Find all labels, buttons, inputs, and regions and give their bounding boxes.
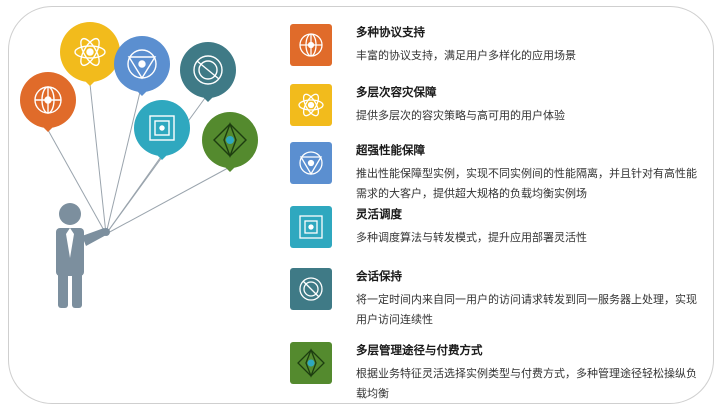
triangle-network-icon: [290, 142, 332, 184]
star-polygon-icon: [290, 342, 332, 384]
feature-item: 灵活调度多种调度算法与转发模式，提升应用部署灵活性: [290, 206, 710, 266]
tie-icon: [66, 228, 74, 258]
feature-description: 丰富的协议支持，满足用户多样化的应用场景: [356, 49, 576, 62]
feature-item: 会话保持将一定时间内来自同一用户的访问请求转发到同一服务器上处理，实现用户访问连…: [290, 268, 710, 328]
feature-title: 会话保持: [356, 269, 402, 283]
balloon-4: [180, 42, 236, 102]
circle-orbit-icon: [193, 55, 223, 85]
balloon-1: [20, 72, 76, 132]
feature-description: 根据业务特征灵活选择实例类型与付费方式，多种管理途径轻松操纵负载均衡: [356, 367, 697, 400]
balloon-5: [134, 100, 190, 160]
person-figure: [56, 203, 110, 308]
rounded-card-frame: [8, 6, 714, 404]
network-node-icon: [34, 86, 62, 114]
feature-description: 多种调度算法与转发模式，提升应用部署灵活性: [356, 231, 587, 244]
feature-item: 超强性能保障推出性能保障型实例，实现不同实例间的性能隔离，并且针对有高性能需求的…: [290, 142, 710, 202]
feature-item: 多种协议支持丰富的协议支持，满足用户多样化的应用场景: [290, 24, 710, 84]
network-node-icon: [290, 24, 332, 66]
feature-item: 多层管理途径与付费方式根据业务特征灵活选择实例类型与付费方式，多种管理途径轻松操…: [290, 342, 710, 402]
atom-icon: [74, 37, 106, 67]
balloon-3: [114, 36, 170, 96]
feature-title: 多种协议支持: [356, 25, 425, 39]
feature-item: 多层次容灾保障提供多层次的容灾策略与高可用的用户体验: [290, 84, 710, 144]
feature-description: 推出性能保障型实例，实现不同实例间的性能隔离，并且针对有高性能需求的大客户，提供…: [356, 167, 697, 200]
balloon-illustration: [20, 22, 258, 308]
balloon-6: [202, 112, 258, 172]
feature-description: 将一定时间内来自同一用户的访问请求转发到同一服务器上处理，实现用户访问连续性: [356, 293, 697, 326]
feature-title: 灵活调度: [356, 207, 402, 221]
feature-title: 超强性能保障: [356, 143, 425, 157]
feature-description: 提供多层次的容灾策略与高可用的用户体验: [356, 109, 565, 122]
atom-icon: [290, 84, 332, 126]
balloon-2: [60, 22, 120, 86]
grid-box-icon: [149, 115, 175, 141]
feature-title: 多层管理途径与付费方式: [356, 343, 483, 357]
triangle-network-icon: [127, 49, 157, 80]
feature-title: 多层次容灾保障: [356, 85, 437, 99]
grid-box-icon: [290, 206, 332, 248]
star-polygon-icon: [213, 122, 247, 158]
circle-orbit-icon: [290, 268, 332, 310]
